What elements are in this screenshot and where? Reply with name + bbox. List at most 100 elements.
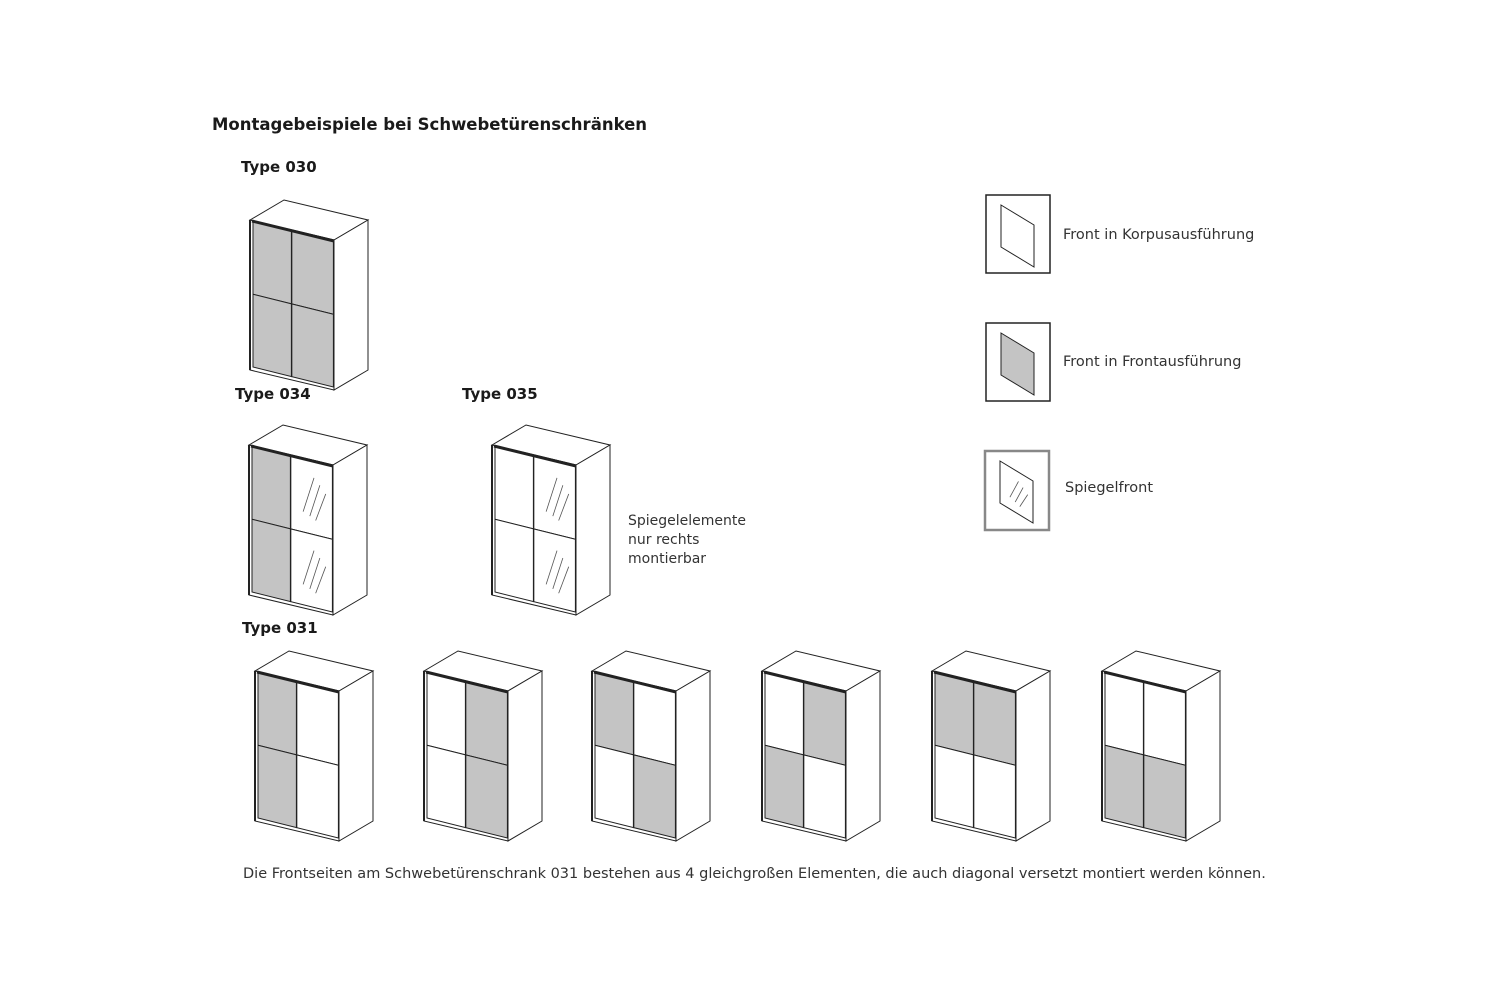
- door-panel-front: [594, 671, 635, 756]
- mirror-reflection: [315, 566, 327, 594]
- door-panel-korpus: [494, 518, 535, 603]
- wardrobe-type-034: [247, 424, 369, 616]
- side-face: [338, 670, 374, 842]
- legend: [983, 194, 1051, 532]
- door-panel-front: [633, 754, 676, 839]
- door-panel-front: [465, 681, 508, 766]
- door-rail: [256, 670, 340, 694]
- door-panel-korpus: [296, 681, 339, 766]
- door-panel-front: [251, 445, 292, 530]
- door-panel-front: [291, 303, 334, 388]
- door-panel-front: [764, 744, 805, 829]
- door-panel-front: [973, 681, 1016, 766]
- wardrobe-type-035: [490, 424, 612, 616]
- mirror-reflection: [545, 550, 558, 585]
- door-panel-front: [252, 293, 293, 378]
- door-panel-front: [934, 671, 975, 756]
- mirror-reflection: [315, 493, 327, 521]
- door-panel-front: [465, 754, 508, 839]
- mirror-note-line-2: nur rechts: [628, 532, 700, 548]
- door-panel-korpus: [934, 744, 975, 829]
- legend-panel: [999, 460, 1034, 524]
- mirror-reflection: [1019, 494, 1029, 507]
- door-rail: [493, 444, 577, 468]
- caption: Die Frontseiten am Schwebetürenschrank 0…: [243, 866, 1266, 882]
- wardrobe-type-031-f: [1100, 650, 1222, 842]
- door-rail: [593, 670, 677, 694]
- door-panel-front: [251, 518, 292, 603]
- side-face: [507, 670, 543, 842]
- legend-frame: [983, 449, 1051, 532]
- mirror-reflection: [309, 485, 321, 517]
- legend-swatch-korpus: [985, 194, 1051, 274]
- door-panel-mirror: [533, 528, 576, 613]
- wardrobe-type-031-a: [253, 650, 375, 842]
- side-face: [575, 444, 611, 616]
- mirror-reflection: [309, 557, 321, 590]
- door-rail: [251, 219, 335, 243]
- side-face: [333, 219, 369, 391]
- door-panel-front: [803, 681, 846, 766]
- mirror-reflection: [302, 477, 315, 512]
- door-panel-front: [252, 220, 293, 305]
- door-panel-front: [257, 744, 298, 829]
- mirror-reflection: [302, 550, 315, 585]
- door-panel-korpus: [594, 744, 635, 829]
- door-panel-korpus: [803, 754, 846, 839]
- door-panel-korpus: [764, 671, 805, 756]
- mirror-note: Spiegelelemente nur rechts montierbar: [628, 512, 746, 569]
- wardrobe-type-031-b: [422, 650, 544, 842]
- door-panel-korpus: [633, 681, 676, 766]
- type-035-label: Type 035: [462, 385, 538, 403]
- mirror-reflection: [558, 566, 570, 594]
- legend-korpus-label: Front in Korpusausführung: [1063, 227, 1255, 243]
- type-030-label: Type 030: [241, 158, 317, 176]
- wardrobe-type-031-e: [930, 650, 1052, 842]
- door-rail: [425, 670, 509, 694]
- mirror-reflection: [558, 493, 570, 521]
- mirror-reflection: [1014, 487, 1024, 503]
- wardrobes: [247, 199, 1222, 842]
- mirror-reflection: [552, 485, 564, 517]
- door-panel-korpus: [296, 754, 339, 839]
- legend-swatch-mirror: [983, 449, 1051, 532]
- mirror-note-line-3: montierbar: [628, 551, 707, 567]
- wardrobe-type-030: [248, 199, 370, 391]
- door-panel-front: [291, 230, 334, 315]
- side-face: [332, 444, 368, 616]
- mirror-reflection: [545, 477, 558, 512]
- door-panel-mirror: [290, 528, 333, 613]
- door-panel-mirror: [533, 455, 576, 540]
- door-panel-korpus: [426, 671, 467, 756]
- type-034-label: Type 034: [235, 385, 311, 403]
- legend-front-label: Front in Frontausführung: [1063, 354, 1242, 370]
- side-face: [1185, 670, 1221, 842]
- mirror-note-line-1: Spiegelelemente: [628, 513, 747, 529]
- door-rail: [250, 444, 334, 468]
- mirror-reflection: [552, 557, 564, 590]
- door-panel-korpus: [494, 445, 535, 530]
- door-panel-korpus: [1104, 671, 1145, 756]
- door-panel-front: [257, 671, 298, 756]
- page-title: Montagebeispiele bei Schwebetürenschränk…: [212, 115, 648, 134]
- mirror-reflection: [1009, 481, 1019, 498]
- wardrobe-type-031-c: [590, 650, 712, 842]
- side-face: [675, 670, 711, 842]
- side-face: [1015, 670, 1051, 842]
- door-panel-mirror: [290, 455, 333, 540]
- side-face: [845, 670, 881, 842]
- door-panel-korpus: [426, 744, 467, 829]
- door-panel-korpus: [1143, 681, 1186, 766]
- door-panel-front: [1104, 744, 1145, 829]
- door-rail: [763, 670, 847, 694]
- door-panel-front: [1143, 754, 1186, 839]
- type-031-label: Type 031: [242, 619, 318, 637]
- door-rail: [1103, 670, 1187, 694]
- door-rail: [933, 670, 1017, 694]
- legend-spiegel-label: Spiegelfront: [1065, 480, 1154, 496]
- legend-panel: [1000, 332, 1035, 396]
- door-panel-korpus: [973, 754, 1016, 839]
- legend-panel: [1000, 204, 1035, 268]
- wardrobe-type-031-d: [760, 650, 882, 842]
